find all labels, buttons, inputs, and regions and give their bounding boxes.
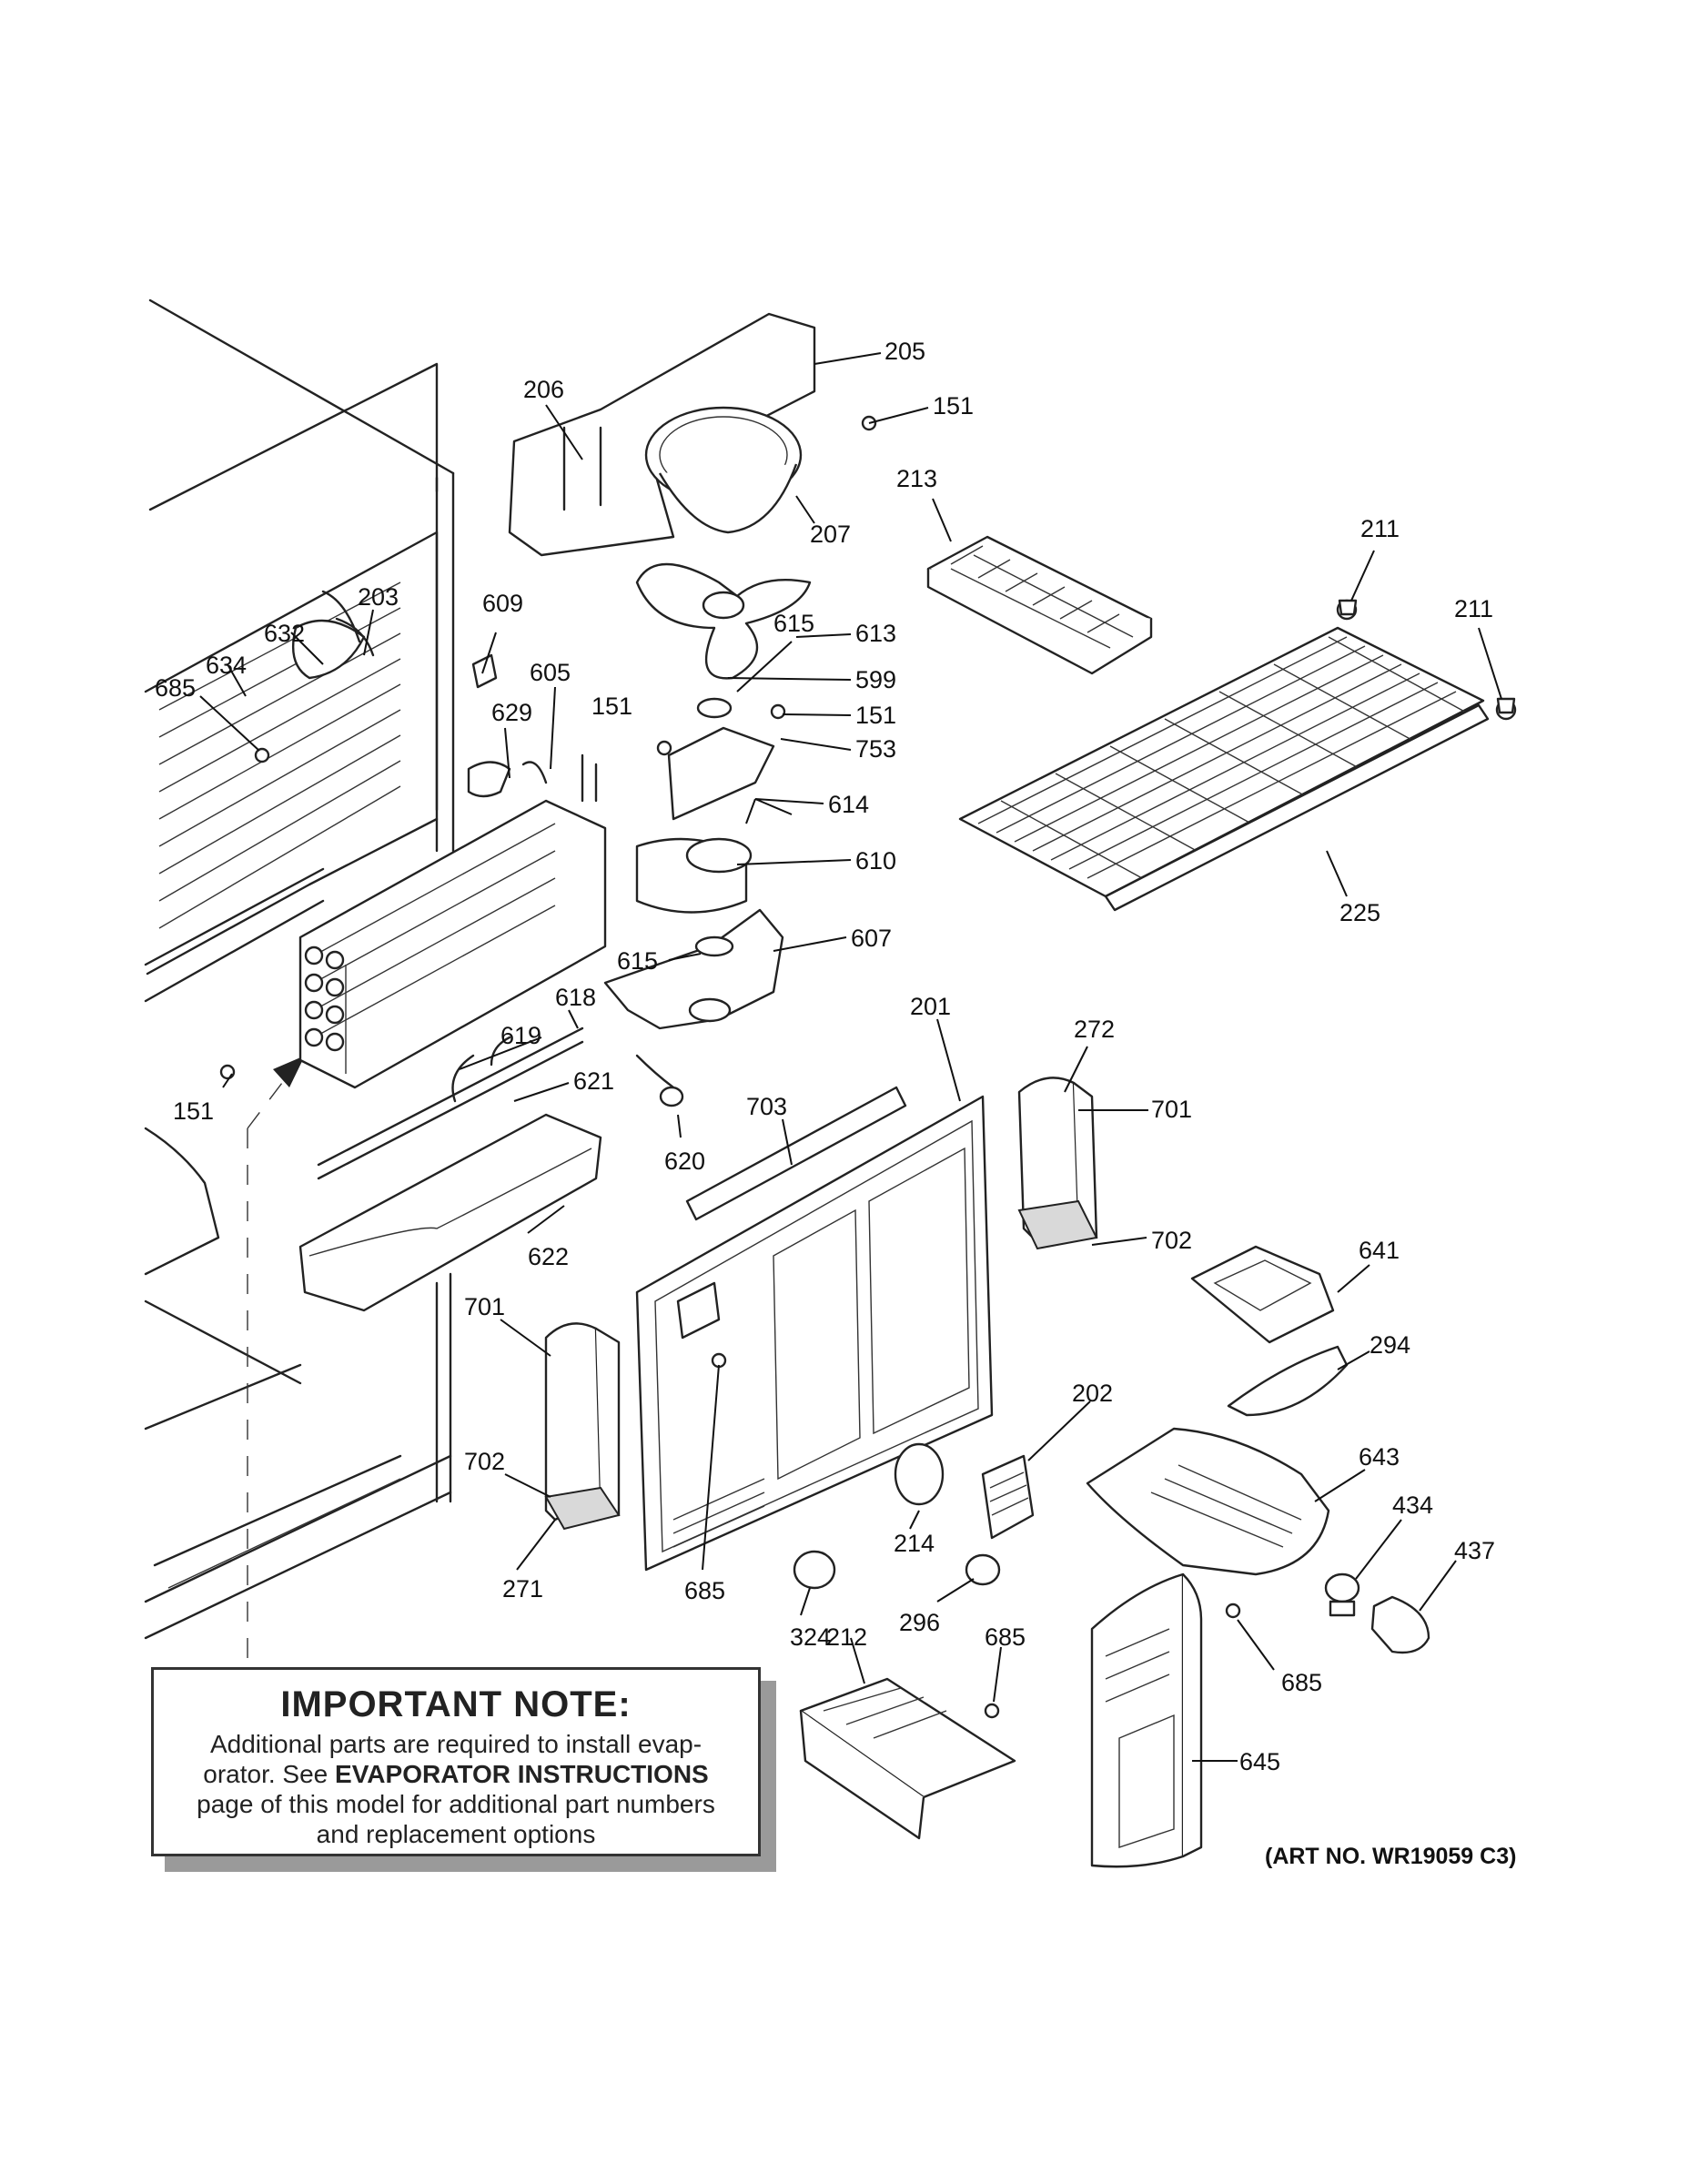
callout-685: 685 xyxy=(1281,1669,1322,1696)
callout-labels: 205 151 206 207 213 211 211 203 609 632 … xyxy=(155,338,1495,1775)
callout-599: 599 xyxy=(855,666,896,693)
callout-620: 620 xyxy=(664,1148,705,1175)
callout-701: 701 xyxy=(1151,1096,1192,1123)
note-title: IMPORTANT NOTE: xyxy=(280,1684,632,1724)
callout-205: 205 xyxy=(884,338,925,365)
callout-207: 207 xyxy=(810,521,851,548)
art-number: (ART NO. WR19059 C3) xyxy=(1265,1844,1517,1869)
callout-685: 685 xyxy=(985,1623,1026,1651)
light-socket xyxy=(1324,1572,1360,1617)
callout-703: 703 xyxy=(746,1093,787,1120)
fan-housing-bracket xyxy=(508,312,816,557)
callout-201: 201 xyxy=(910,993,951,1020)
note-line-2: orator. See EVAPORATOR INSTRUCTIONS xyxy=(154,1759,758,1789)
screws xyxy=(219,415,1516,1719)
air-duct-right xyxy=(1017,1077,1098,1250)
note-line-3: page of this model for additional part n… xyxy=(197,1790,715,1818)
evaporator-coil xyxy=(298,753,607,1089)
callout-294: 294 xyxy=(1370,1331,1410,1359)
ice-tray xyxy=(926,535,1153,675)
callout-753: 753 xyxy=(855,735,896,763)
note-line-2-text: orator. See xyxy=(203,1760,336,1788)
light-housing-cover xyxy=(1190,1245,1335,1344)
callout-206: 206 xyxy=(523,376,564,403)
note-line-1: Additional parts are required to install… xyxy=(209,1730,702,1758)
callout-614: 614 xyxy=(828,791,869,818)
callout-605: 605 xyxy=(530,659,571,686)
small-parts xyxy=(793,1442,1035,1840)
air-duct-left xyxy=(544,1322,621,1531)
callout-271: 271 xyxy=(502,1575,543,1603)
callout-615: 615 xyxy=(617,947,658,975)
callout-632: 632 xyxy=(264,620,305,647)
callout-619: 619 xyxy=(500,1022,541,1049)
callout-613: 613 xyxy=(855,620,896,647)
callout-296: 296 xyxy=(899,1609,940,1636)
callout-202: 202 xyxy=(1072,1380,1113,1407)
defrost-heater-tray xyxy=(298,1026,602,1312)
foam-strip xyxy=(685,1086,907,1221)
callout-618: 618 xyxy=(555,984,596,1011)
light-shield xyxy=(1227,1345,1349,1417)
callout-609: 609 xyxy=(482,590,523,617)
callout-701: 701 xyxy=(464,1293,505,1320)
callout-151: 151 xyxy=(173,1097,214,1125)
callout-212: 212 xyxy=(826,1623,867,1651)
callout-685: 685 xyxy=(684,1577,725,1604)
callout-213: 213 xyxy=(896,465,937,492)
callout-615: 615 xyxy=(773,610,814,637)
callout-211: 211 xyxy=(1454,595,1493,622)
callout-225: 225 xyxy=(1339,899,1380,926)
callout-214: 214 xyxy=(894,1530,935,1557)
cabinet-drawing xyxy=(144,298,455,1665)
callout-324: 324 xyxy=(790,1623,831,1651)
callout-211: 211 xyxy=(1360,515,1400,542)
lower-cover xyxy=(1090,1572,1203,1868)
callout-629: 629 xyxy=(491,699,532,726)
important-note-box: IMPORTANT NOTE: Additional parts are req… xyxy=(151,1667,761,1856)
callout-634: 634 xyxy=(206,652,247,679)
callout-702: 702 xyxy=(464,1448,505,1475)
note-line-4: and replacement options xyxy=(316,1820,596,1848)
callout-641: 641 xyxy=(1359,1237,1400,1264)
callout-437: 437 xyxy=(1454,1537,1495,1564)
light-bulb xyxy=(1370,1595,1430,1654)
callout-434: 434 xyxy=(1392,1491,1433,1519)
note-evaporator-instructions: EVAPORATOR INSTRUCTIONS xyxy=(335,1760,709,1788)
callout-272: 272 xyxy=(1074,1016,1115,1043)
callout-151: 151 xyxy=(933,392,974,420)
light-socket-housing xyxy=(1086,1427,1330,1576)
callout-622: 622 xyxy=(528,1243,569,1270)
callout-621: 621 xyxy=(573,1067,614,1095)
callout-702: 702 xyxy=(1151,1227,1192,1254)
small-clips xyxy=(292,590,684,1107)
callout-607: 607 xyxy=(851,925,892,952)
callout-203: 203 xyxy=(358,583,399,611)
leader-lines xyxy=(199,352,1502,1762)
callout-151: 151 xyxy=(855,702,896,729)
fan-motor-assembly xyxy=(603,697,784,1030)
callout-645: 645 xyxy=(1239,1748,1280,1775)
callout-685: 685 xyxy=(155,674,196,702)
callout-151: 151 xyxy=(591,693,632,720)
callout-643: 643 xyxy=(1359,1443,1400,1471)
callout-610: 610 xyxy=(855,847,896,875)
wire-shelf xyxy=(958,599,1517,912)
note-body: Additional parts are required to install… xyxy=(154,1729,758,1849)
